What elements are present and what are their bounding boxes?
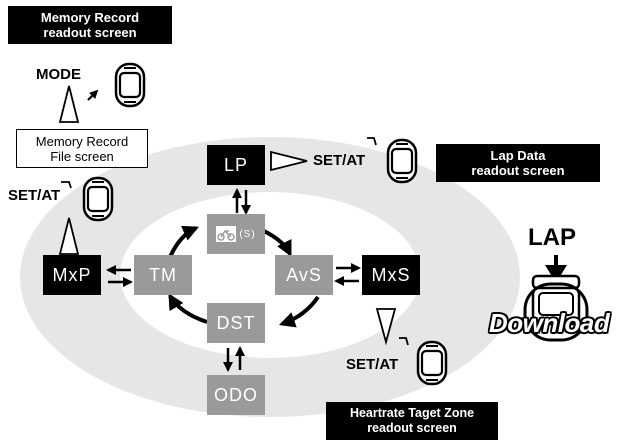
- hollow-triangle-arrow-icon: [375, 308, 397, 346]
- hollow-triangle-arrow-icon: [58, 85, 80, 123]
- watch-icon[interactable]: [386, 138, 418, 184]
- cycling-icon: [216, 226, 237, 242]
- node-cycling-icon[interactable]: (S): [207, 214, 265, 254]
- label-line: readout screen: [471, 163, 565, 178]
- memory-record-file-label: Memory Record File screen: [16, 129, 148, 168]
- arrow-dst-to-tm: [168, 293, 208, 324]
- node-mxp-label: MxP: [52, 264, 92, 285]
- label-line: readout screen: [43, 25, 137, 40]
- node-mxp[interactable]: MxP: [43, 255, 101, 295]
- heartrate-readout-label: Heartrate Taget Zone readout screen: [326, 402, 498, 440]
- arrow-avs-to-dst: [278, 295, 320, 328]
- pointer-arrow-icon: [87, 89, 99, 101]
- node-odo[interactable]: ODO: [207, 375, 265, 415]
- mode-button-label: MODE: [36, 66, 81, 83]
- node-lp-label: LP: [223, 154, 249, 175]
- set-at-button-label: SET/AT: [346, 356, 399, 373]
- download-label: Download: [489, 308, 610, 338]
- label-line: Memory Record: [35, 133, 129, 149]
- label-line: Heartrate Taget Zone: [349, 406, 475, 420]
- node-icon-suffix: (S): [239, 228, 256, 240]
- node-dst-label: DST: [216, 312, 256, 333]
- watch-icon[interactable]: [82, 176, 114, 222]
- label-line: readout screen: [367, 421, 457, 435]
- watch-icon[interactable]: [416, 340, 448, 386]
- label-line: File screen: [50, 148, 114, 164]
- pointer-arrow-icon: [61, 181, 72, 189]
- hollow-triangle-arrow-icon: [58, 217, 80, 255]
- node-lp[interactable]: LP: [207, 145, 265, 185]
- lap-button-label: LAP: [528, 224, 576, 251]
- node-avs[interactable]: AvS: [275, 255, 333, 295]
- lap-data-readout-label: Lap Data readout screen: [436, 144, 600, 182]
- label-line: Memory Record: [40, 10, 140, 25]
- set-at-button-label: SET/AT: [313, 152, 366, 169]
- memory-record-readout-label: Memory Record readout screen: [8, 6, 172, 44]
- set-at-button-label: SET/AT: [8, 187, 61, 204]
- hollow-triangle-arrow-icon: [270, 150, 308, 172]
- pointer-arrow-icon: [367, 137, 377, 146]
- node-avs-label: AvS: [286, 264, 322, 285]
- lap-arrow-head-icon: [545, 265, 567, 283]
- node-dst[interactable]: DST: [207, 303, 265, 343]
- label-line: Lap Data: [490, 148, 546, 163]
- large-watch-icon[interactable]: [523, 274, 589, 342]
- pointer-arrow-icon: [399, 337, 409, 346]
- node-odo-label: ODO: [213, 384, 258, 405]
- node-mxs[interactable]: MxS: [362, 255, 420, 295]
- watch-icon[interactable]: [114, 62, 146, 108]
- node-mxs-label: MxS: [371, 264, 411, 285]
- node-tm-label: TM: [149, 264, 177, 285]
- node-tm[interactable]: TM: [134, 255, 192, 295]
